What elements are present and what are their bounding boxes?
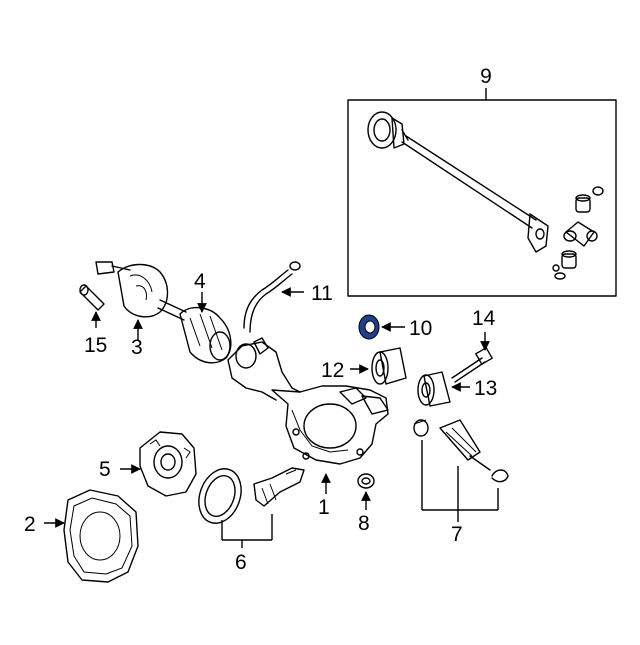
label-9: 9 [480, 65, 492, 88]
label-5: 5 [99, 458, 111, 481]
label-2: 2 [24, 513, 36, 536]
part-2-differential-cover [44, 489, 139, 583]
label-13: 13 [474, 377, 497, 400]
part-3-cv-axle [95, 261, 187, 340]
part-4-cv-boot [179, 292, 232, 364]
part-7-inner-shaft [413, 419, 509, 522]
part-6-ring-pinion [198, 467, 305, 548]
label-4: 4 [194, 270, 206, 293]
part-14-bolt [451, 332, 493, 383]
part-8-washer [357, 473, 375, 510]
label-1: 1 [318, 496, 330, 519]
part-11-vent-hose [243, 261, 304, 333]
label-14: 14 [472, 307, 496, 330]
label-7: 7 [451, 523, 463, 546]
label-12: 12 [321, 359, 344, 382]
inset-box-9 [347, 88, 617, 297]
part-15-clamp [79, 284, 105, 328]
part-1-axle-housing [227, 337, 389, 494]
label-15: 15 [84, 334, 107, 357]
label-6: 6 [235, 551, 247, 574]
inset-frame [347, 99, 617, 297]
label-10: 10 [409, 317, 432, 340]
part-13-bushing [417, 371, 470, 407]
part-12-bushing [350, 347, 407, 385]
label-3: 3 [131, 336, 143, 359]
part-5-differential-case [120, 431, 197, 497]
label-8: 8 [358, 512, 370, 535]
callout-labels: 9 10 11 12 13 14 15 3 4 5 1 8 7 6 2 [24, 65, 497, 574]
u-joint-parts [552, 186, 604, 280]
part-10-seal [358, 314, 405, 340]
propeller-shaft [367, 111, 549, 253]
label-11: 11 [311, 282, 333, 305]
